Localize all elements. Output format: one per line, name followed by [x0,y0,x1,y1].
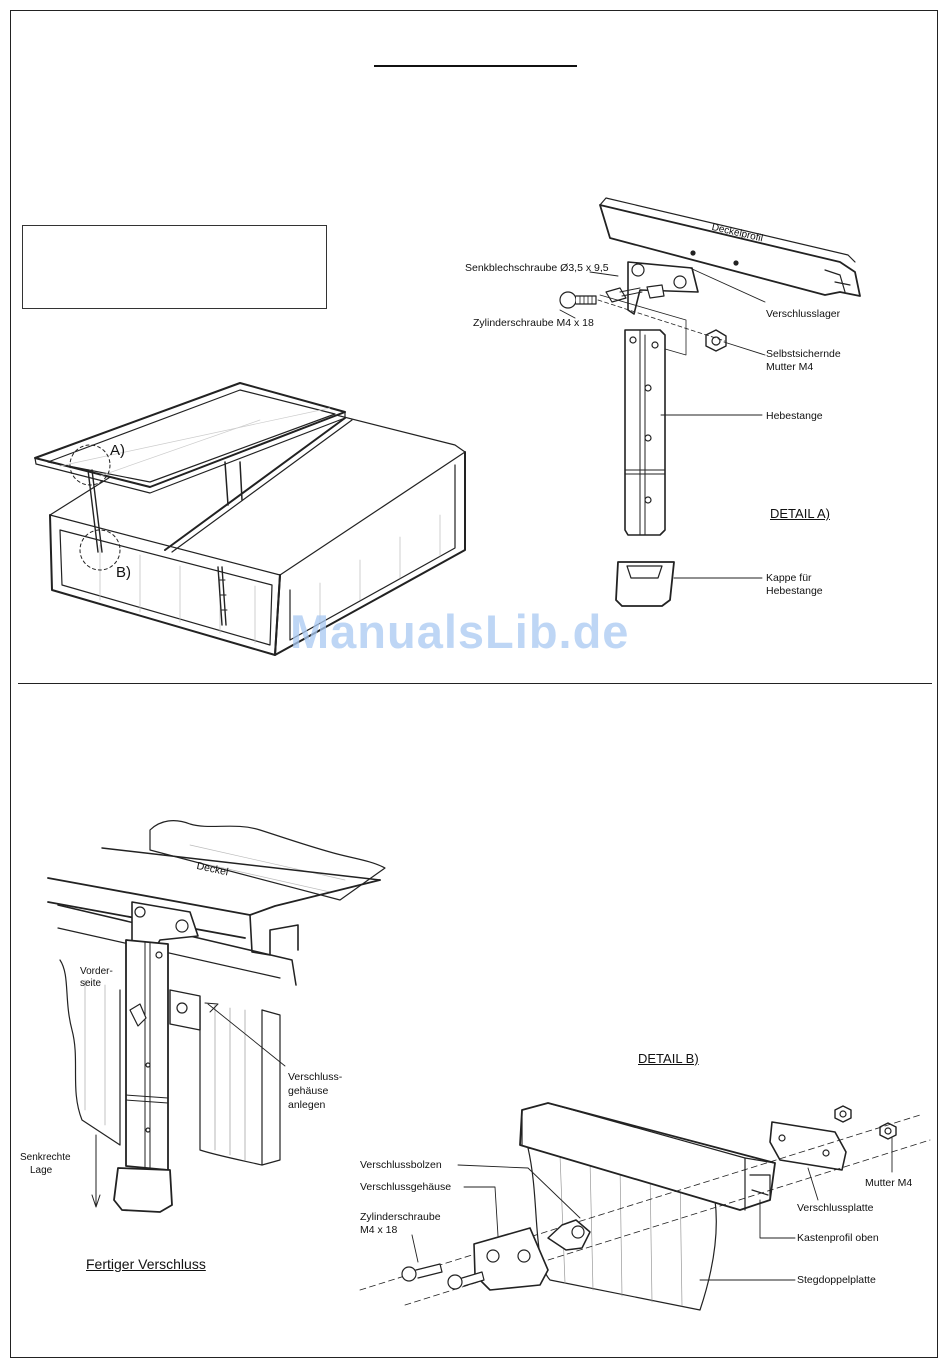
kappe-label-line2: Hebestange [766,585,823,597]
hebestange-label: Hebestange [766,410,823,422]
detail-a-heading: DETAIL A) [770,506,830,521]
note-box [22,225,327,309]
verschlussplatte-label: Verschlussplatte [797,1202,874,1214]
detail-a-illustration [559,197,861,607]
zylinderschraube-b-line2: M4 x 18 [360,1224,398,1236]
detail-b-heading: DETAIL B) [638,1051,699,1066]
page-border [10,10,938,1358]
title-underline [374,65,577,67]
fertiger-verschluss-caption: Fertiger Verschluss [86,1256,206,1272]
senkrechte-lage-line2: Lage [30,1165,53,1176]
vorderseite-label-line2: seite [80,978,102,989]
zylinderschraube-label: Zylinderschraube M4 x 18 [473,317,594,329]
mutter-label-line2: Mutter M4 [766,361,814,373]
verschlussgehaeuse-label: Verschlussgehäuse [360,1181,452,1193]
senkblechschraube-label: Senkblechschraube Ø3,5 x 9,5 [465,262,609,274]
kastenprofil-label: Kastenprofil oben [797,1232,879,1244]
detail-b-illustration [359,1102,931,1311]
cold-frame-illustration [34,382,466,656]
vorderseite-label-line1: Vorder- [80,966,113,977]
detail-b-marker: B) [116,564,131,581]
detail-a-marker: A) [110,442,125,459]
verschlussgehaeuse-anlegen-line2: gehäuse [288,1085,329,1097]
stegdoppelplatte-label: Stegdoppelplatte [797,1274,876,1286]
section-divider [18,683,932,684]
watermark: ManualsLib.de [290,605,630,658]
verschlussgehaeuse-anlegen-line3: anlegen [288,1099,326,1111]
verschlussbolzen-label: Verschlussbolzen [360,1159,442,1171]
zylinderschraube-b-line1: Zylinderschraube [360,1211,441,1223]
verschlussgehaeuse-anlegen-line1: Verschluss- [288,1071,343,1083]
kappe-label-line1: Kappe für [766,572,812,584]
mutter-m4-label: Mutter M4 [865,1177,913,1189]
assembled-lock-illustration [47,820,386,1213]
senkrechte-lage-line1: Senkrechte [20,1152,71,1163]
verschlusslager-label: Verschlusslager [766,308,841,320]
mutter-label-line1: Selbstsichernde [766,348,841,360]
